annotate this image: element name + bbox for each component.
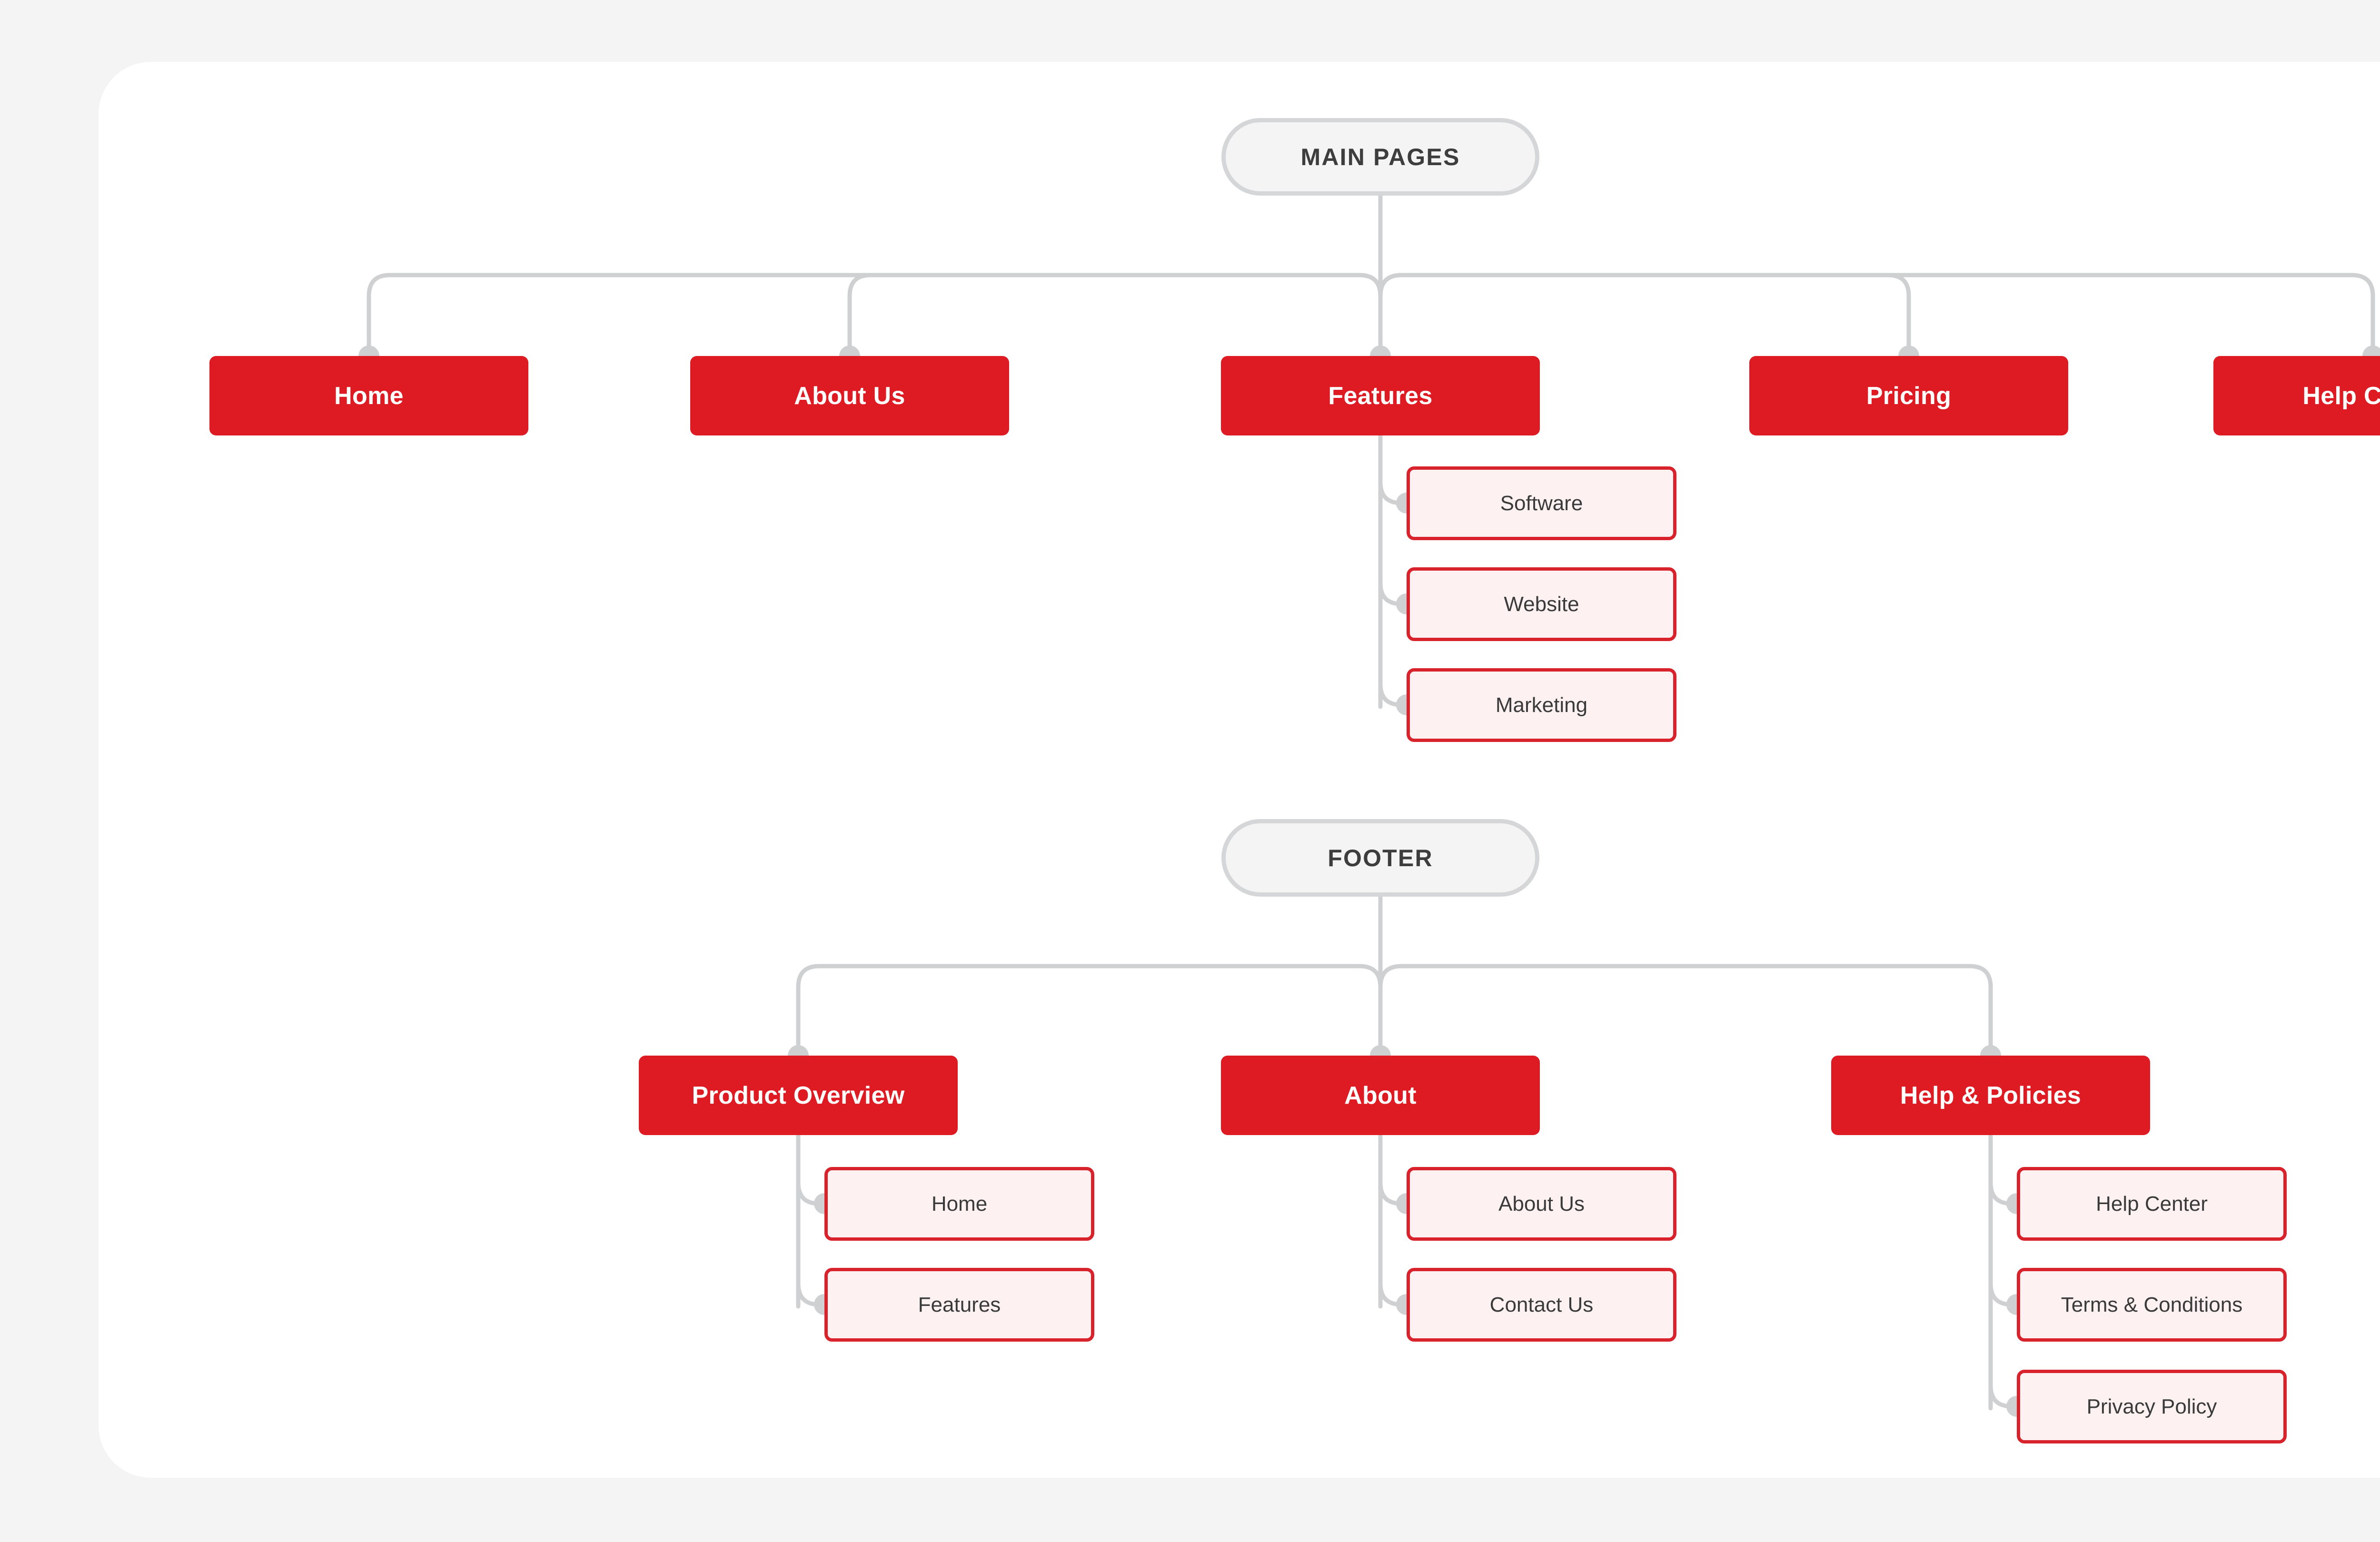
node-about[interactable]: About [1221, 1056, 1540, 1135]
node-footer-features-label: Features [918, 1293, 1001, 1316]
node-marketing[interactable]: Marketing [1407, 668, 1676, 742]
section-title-main-pages[interactable]: MAIN PAGES [1221, 118, 1539, 196]
node-help-center-label: Help Center [2302, 382, 2380, 410]
node-home[interactable]: Home [209, 356, 528, 435]
node-website-label: Website [1504, 592, 1579, 616]
node-pricing[interactable]: Pricing [1749, 356, 2068, 435]
node-software[interactable]: Software [1407, 466, 1676, 540]
node-footer-home-label: Home [931, 1192, 988, 1216]
node-terms-conditions-label: Terms & Conditions [2061, 1293, 2243, 1316]
node-help-center[interactable]: Help Center [2213, 356, 2380, 435]
node-features-label: Features [1328, 382, 1433, 410]
node-terms-conditions[interactable]: Terms & Conditions [2017, 1268, 2287, 1342]
node-privacy-policy[interactable]: Privacy Policy [2017, 1370, 2287, 1443]
node-footer-contact-us-label: Contact Us [1489, 1293, 1594, 1316]
node-features[interactable]: Features [1221, 356, 1540, 435]
node-about-label: About [1344, 1081, 1417, 1109]
node-footer-home[interactable]: Home [824, 1167, 1094, 1241]
node-footer-about-us-label: About Us [1498, 1192, 1585, 1216]
diagram-card [99, 62, 2380, 1478]
node-about-us[interactable]: About Us [690, 356, 1009, 435]
node-help-policies-label: Help & Policies [1900, 1081, 2082, 1109]
node-product-overview[interactable]: Product Overview [639, 1056, 958, 1135]
node-marketing-label: Marketing [1495, 693, 1588, 717]
node-footer-contact-us[interactable]: Contact Us [1407, 1268, 1676, 1342]
node-website[interactable]: Website [1407, 567, 1676, 641]
section-title-footer[interactable]: FOOTER [1221, 819, 1539, 897]
node-footer-features[interactable]: Features [824, 1268, 1094, 1342]
section-title-footer-label: FOOTER [1328, 844, 1433, 871]
node-home-label: Home [334, 382, 404, 410]
node-privacy-policy-label: Privacy Policy [2086, 1394, 2217, 1418]
node-help-policies[interactable]: Help & Policies [1831, 1056, 2150, 1135]
node-footer-help-center-label: Help Center [2096, 1192, 2208, 1216]
node-about-us-label: About Us [794, 382, 905, 410]
section-title-main-pages-label: MAIN PAGES [1300, 143, 1460, 170]
node-software-label: Software [1500, 491, 1583, 515]
node-product-overview-label: Product Overview [692, 1081, 905, 1109]
node-footer-about-us[interactable]: About Us [1407, 1167, 1676, 1241]
node-footer-help-center[interactable]: Help Center [2017, 1167, 2287, 1241]
node-pricing-label: Pricing [1866, 382, 1952, 410]
